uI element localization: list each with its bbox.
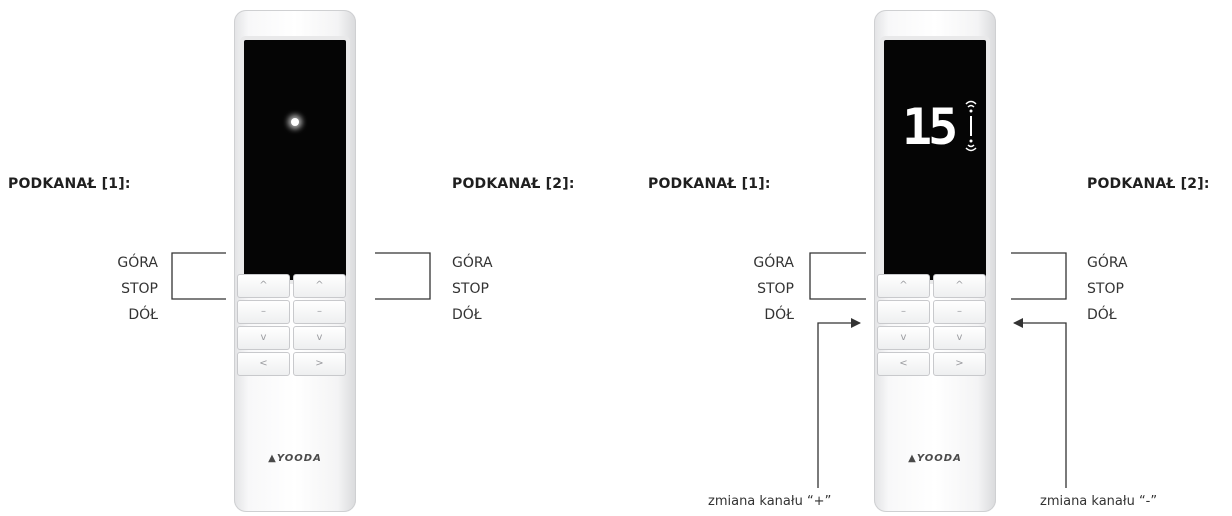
logo-mark-icon: ▲ <box>268 453 277 464</box>
remote-display <box>244 40 346 280</box>
function-stop-label: STOP <box>452 281 489 297</box>
channel-minus-caption: zmiana kanału “-” <box>1040 494 1158 509</box>
down-button-channel-2[interactable]: v <box>293 326 346 350</box>
function-down-label: DÓŁ <box>1087 307 1117 323</box>
status-dot-icon <box>291 118 299 126</box>
remote-display: 15 <box>884 40 986 280</box>
bracket-right-panel1 <box>375 252 431 300</box>
channel-prev-button[interactable]: < <box>237 352 290 376</box>
channel-next-button[interactable]: > <box>933 352 986 376</box>
function-up-label: GÓRA <box>452 255 493 271</box>
function-up-label: GÓRA <box>753 255 794 271</box>
right-function-list: GÓRA STOP DÓŁ <box>452 250 520 328</box>
up-button-channel-1[interactable]: ^ <box>237 274 290 298</box>
bracket-right-panel2 <box>1011 252 1067 300</box>
subchannel-1-title: PODKANAŁ [1]: <box>648 176 771 192</box>
arrow-channel-plus <box>817 318 861 488</box>
remote-control: 15 ^ ^ – – v v < > ▲YOODA <box>874 10 996 512</box>
signal-icon <box>965 100 977 152</box>
channel-next-button[interactable]: > <box>293 352 346 376</box>
channel-prev-button[interactable]: < <box>877 352 930 376</box>
up-button-channel-1[interactable]: ^ <box>877 274 930 298</box>
subchannel-2-title: PODKANAŁ [2]: <box>452 176 575 192</box>
down-button-channel-1[interactable]: v <box>877 326 930 350</box>
function-stop-label: STOP <box>757 281 794 297</box>
subchannel-2-title: PODKANAŁ [2]: <box>1087 176 1210 192</box>
remote-control: ^ ^ – – v v < > ▲YOODA <box>234 10 356 512</box>
function-up-label: GÓRA <box>117 255 158 271</box>
channel-number-readout: 15 <box>902 98 958 156</box>
left-function-list: GÓRA STOP DÓŁ <box>726 250 794 328</box>
bracket-left-panel2 <box>809 252 866 300</box>
stop-button-channel-1[interactable]: – <box>237 300 290 324</box>
channel-plus-caption: zmiana kanału “+” <box>708 494 832 509</box>
down-button-channel-1[interactable]: v <box>237 326 290 350</box>
stop-button-channel-2[interactable]: – <box>293 300 346 324</box>
function-stop-label: STOP <box>121 281 158 297</box>
stop-button-channel-2[interactable]: – <box>933 300 986 324</box>
left-function-list: GÓRA STOP DÓŁ <box>90 250 158 328</box>
stop-button-channel-1[interactable]: – <box>877 300 930 324</box>
up-button-channel-2[interactable]: ^ <box>293 274 346 298</box>
function-down-label: DÓŁ <box>452 307 482 323</box>
bracket-left-panel1 <box>171 252 226 300</box>
subchannel-1-title: PODKANAŁ [1]: <box>8 176 131 192</box>
function-down-label: DÓŁ <box>764 307 794 323</box>
right-function-list: GÓRA STOP DÓŁ <box>1087 250 1155 328</box>
down-button-channel-2[interactable]: v <box>933 326 986 350</box>
function-down-label: DÓŁ <box>128 307 158 323</box>
brand-logo: ▲YOODA <box>268 453 322 464</box>
up-button-channel-2[interactable]: ^ <box>933 274 986 298</box>
arrow-channel-minus <box>1013 318 1067 488</box>
function-stop-label: STOP <box>1087 281 1124 297</box>
brand-logo: ▲YOODA <box>908 453 962 464</box>
logo-mark-icon: ▲ <box>908 453 917 464</box>
function-up-label: GÓRA <box>1087 255 1128 271</box>
